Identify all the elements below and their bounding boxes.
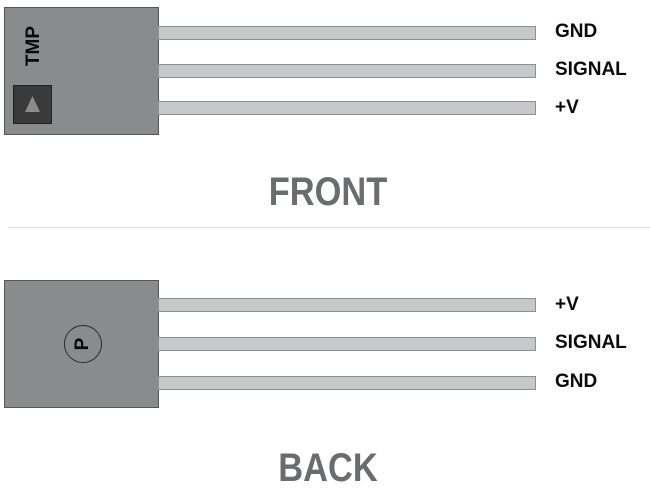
back-pin-label-gnd: GND (555, 371, 598, 392)
front-lead-signal (158, 64, 536, 78)
back-lead-signal (158, 337, 536, 351)
triangle-icon (25, 96, 40, 112)
back-lead-gnd (158, 376, 536, 390)
front-pin-label-gnd: GND (555, 21, 598, 42)
back-lead-vplus (158, 298, 536, 312)
back-package-circle (64, 325, 102, 363)
front-lead-vplus (158, 101, 536, 115)
front-pin-label-vplus: +V (555, 97, 579, 118)
front-package-label: TMP (23, 25, 44, 67)
front-pin-label-signal: SIGNAL (555, 59, 627, 80)
front-title: FRONT (268, 170, 388, 214)
back-pin-label-vplus: +V (555, 294, 579, 315)
front-marker (13, 85, 52, 124)
back-pin-label-signal: SIGNAL (555, 332, 627, 353)
back-package-label: P (72, 337, 93, 351)
back-title: BACK (278, 446, 378, 490)
section-divider (8, 227, 650, 228)
front-lead-gnd (158, 26, 536, 40)
